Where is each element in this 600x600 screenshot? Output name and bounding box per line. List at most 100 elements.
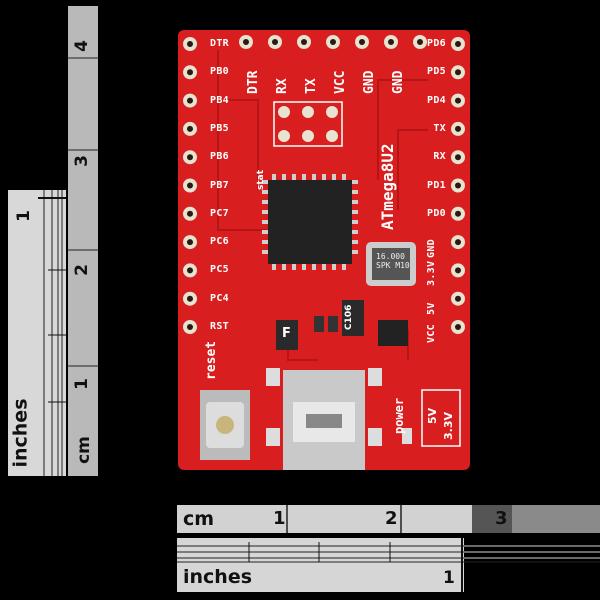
- right-pin-label: 5V: [426, 302, 437, 315]
- left-pad-hole: [187, 295, 193, 302]
- top-header-label: GND: [391, 70, 406, 94]
- left-pin-label: PB7: [210, 179, 229, 191]
- right-pin-label: 3.3V: [426, 261, 437, 287]
- left-pad-hole: [187, 69, 193, 76]
- top-pad-hole: [388, 39, 394, 45]
- right-pad-hole: [455, 210, 461, 217]
- crystal-label: 16.000 SPK M10: [376, 252, 410, 270]
- chip-pin: [262, 230, 268, 234]
- left-cm-ruler: 4 3 2 1 cm: [68, 6, 98, 476]
- stat-label: stat: [256, 169, 266, 190]
- chip-pin: [312, 264, 316, 270]
- chip-pin: [262, 200, 268, 204]
- bottom-cm-label-2: 2: [385, 508, 398, 529]
- chip-pin: [262, 240, 268, 244]
- left-pin-label: PC5: [210, 264, 229, 276]
- bottom-cm-label-1: 1: [273, 508, 286, 529]
- jumper-5v-label: 5V: [426, 407, 439, 424]
- chip-pin: [292, 174, 296, 180]
- left-pad-hole: [187, 210, 193, 217]
- chip-pin: [272, 264, 276, 270]
- chip-pin: [292, 264, 296, 270]
- chip-pin: [262, 220, 268, 224]
- right-pad-hole: [455, 239, 461, 246]
- chip-name-label: ATmega8U2: [378, 143, 397, 230]
- left-pad-hole: [187, 125, 193, 132]
- chip-pin: [332, 174, 336, 180]
- chip-pin: [352, 190, 358, 194]
- left-cm-label-4: 4: [71, 40, 92, 52]
- right-pin-label: PD6: [427, 38, 446, 49]
- right-pin-label: PD4: [427, 94, 446, 106]
- right-pad-hole: [455, 125, 461, 132]
- chip-pin: [312, 174, 316, 180]
- chip-pin: [352, 180, 358, 184]
- bottom-inches-unit-label: inches: [183, 566, 253, 588]
- right-pad-hole: [455, 267, 461, 274]
- chip-pin: [262, 190, 268, 194]
- power-label: power: [392, 397, 406, 434]
- left-pad-hole: [187, 97, 193, 104]
- chip-pin: [322, 174, 326, 180]
- jumper-3v3-label: 3.3V: [442, 412, 455, 440]
- chip-pin: [352, 240, 358, 244]
- bottom-cm-label-3: 3: [495, 508, 508, 529]
- top-pad-hole: [417, 39, 423, 45]
- left-pad-hole: [187, 324, 193, 330]
- pcb-artwork: [183, 35, 465, 470]
- chip-pin: [282, 264, 286, 270]
- left-pin-label: PB6: [210, 151, 229, 163]
- top-pad-hole: [359, 39, 365, 45]
- top-header-label: GND: [362, 70, 377, 94]
- bottom-cm-unit-label: cm: [183, 508, 215, 530]
- left-inches-ruler: 1 inches: [8, 190, 66, 476]
- chip-pin: [262, 180, 268, 184]
- bottom-inches-label-1: 1: [443, 568, 455, 588]
- top-pad-hole: [330, 39, 336, 45]
- left-pin-label: PB5: [210, 122, 229, 134]
- top-header-label: TX: [304, 78, 319, 94]
- left-cm-label-2: 2: [71, 264, 92, 276]
- chip-body: [268, 180, 352, 264]
- chip-pin: [352, 210, 358, 214]
- right-pin-label: PD0: [427, 207, 446, 219]
- top-pad-hole: [272, 39, 278, 45]
- chip-pin: [342, 264, 346, 270]
- right-pad-hole: [455, 324, 461, 330]
- right-pin-label: GND: [426, 239, 437, 259]
- chip-pin: [282, 174, 286, 180]
- bottom-cm-ruler: cm 1 2 3: [177, 505, 600, 533]
- chip-pin: [332, 264, 336, 270]
- chip-pin: [352, 250, 358, 254]
- left-pin-label: RST: [210, 321, 229, 332]
- left-pin-label: PB0: [210, 66, 229, 78]
- left-inches-unit-label: inches: [9, 398, 32, 468]
- chip-pin: [352, 220, 358, 224]
- top-pad-hole: [301, 39, 307, 45]
- fuse-label: F: [282, 326, 291, 341]
- reset-label: reset: [204, 340, 219, 380]
- left-pin-label: PC6: [210, 236, 229, 248]
- left-pin-label: PB4: [210, 94, 229, 106]
- right-pad-hole: [455, 97, 461, 104]
- left-cm-label-3: 3: [71, 155, 92, 167]
- top-header-label: RX: [275, 78, 290, 94]
- left-pin-label: DTR: [210, 38, 229, 49]
- left-pin-label: PC7: [210, 207, 229, 219]
- left-pad-hole: [187, 239, 193, 246]
- right-pin-label: VCC: [426, 324, 437, 343]
- right-pad-hole: [455, 182, 461, 189]
- chip-pin: [322, 264, 326, 270]
- right-pad-hole: [455, 295, 461, 302]
- right-pin-label: PD5: [427, 66, 446, 78]
- right-pin-label: TX: [433, 122, 446, 134]
- chip-pin: [352, 230, 358, 234]
- cap-label: C106: [344, 304, 354, 330]
- right-pad-hole: [455, 69, 461, 76]
- chip-pin: [262, 210, 268, 214]
- chip-pin: [342, 174, 346, 180]
- top-header-label: VCC: [333, 70, 348, 94]
- right-pad-hole: [455, 41, 461, 47]
- right-pin-label: RX: [433, 151, 446, 163]
- left-pad-hole: [187, 267, 193, 274]
